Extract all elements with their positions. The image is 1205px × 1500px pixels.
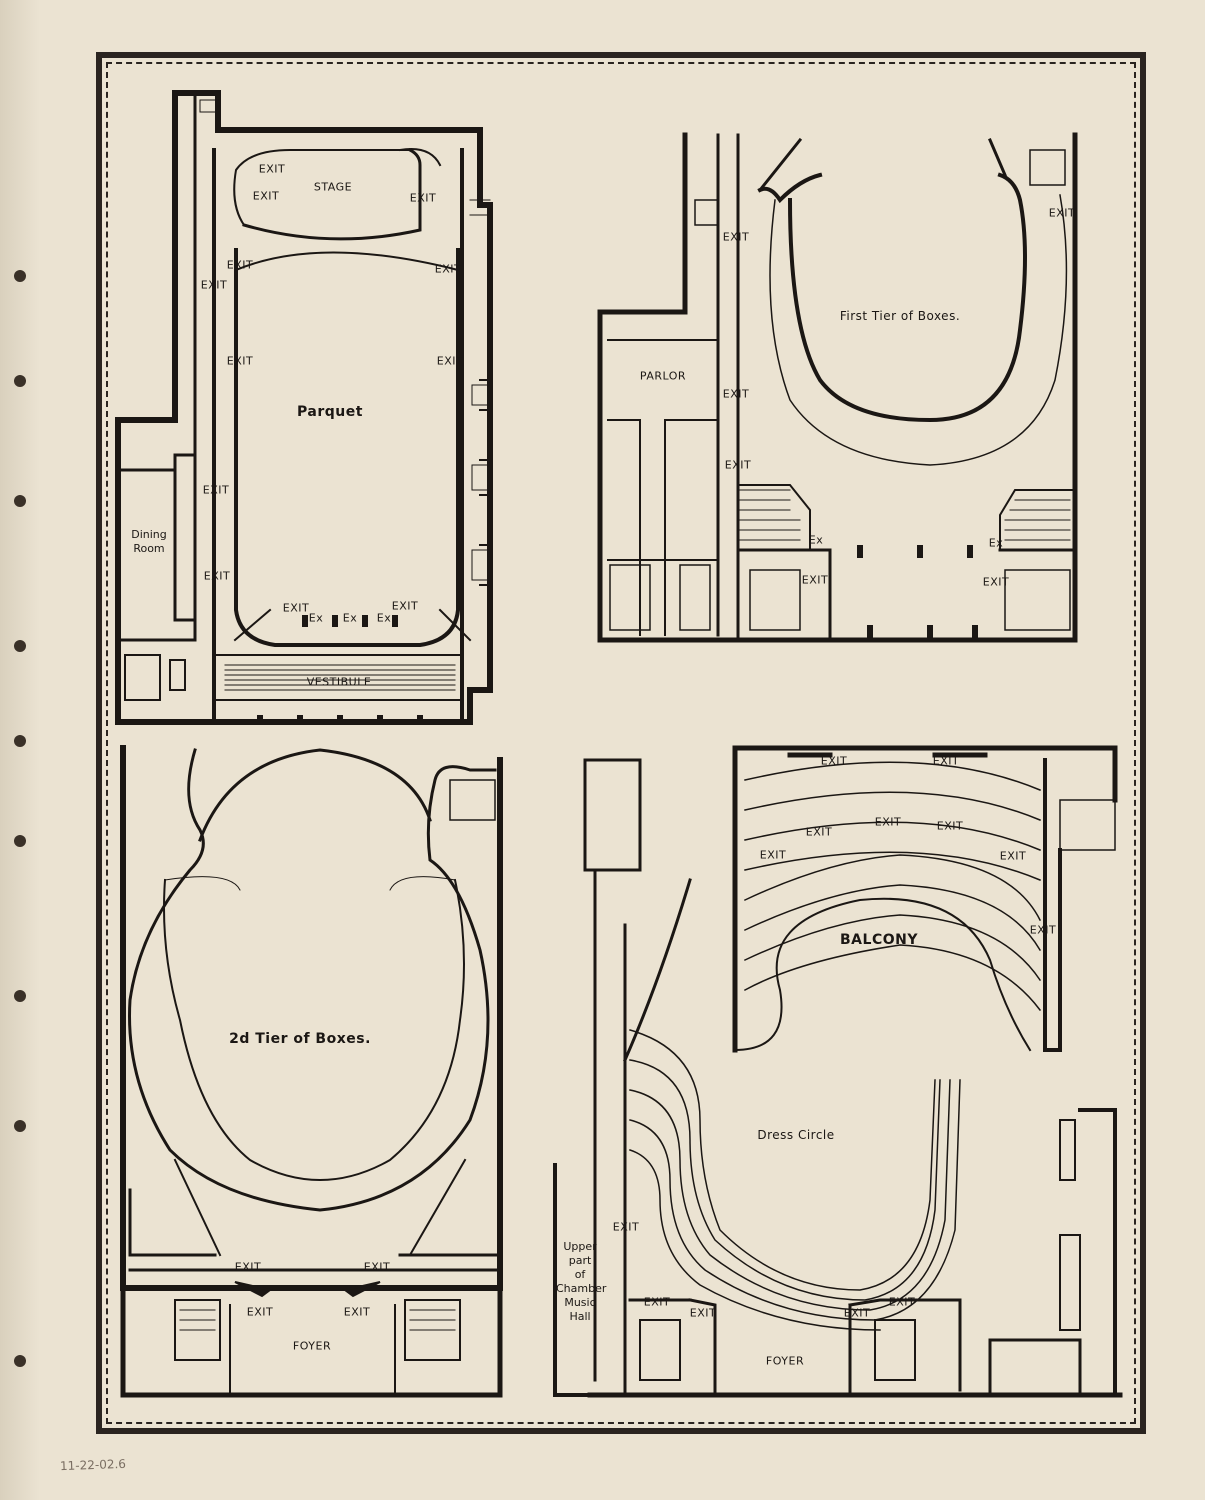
ex-label: Ex	[308, 611, 324, 625]
binding-hole	[14, 1355, 26, 1367]
exit-label: EXIT	[689, 1306, 717, 1320]
decorative-border	[96, 52, 1146, 1434]
balcony-label: BALCONY	[840, 932, 918, 948]
exit-label: EXIT	[820, 754, 848, 768]
foyer-label: FOYER	[292, 1339, 332, 1353]
exit-label: EXIT	[200, 278, 228, 292]
exit-label: EXIT	[252, 189, 280, 203]
exit-label: EXIT	[805, 825, 833, 839]
exit-label: EXIT	[801, 573, 829, 587]
exit-label: EXIT	[759, 848, 787, 862]
exit-label: EXIT	[982, 575, 1010, 589]
ex-label: Ex	[808, 533, 824, 547]
parlor-label: PARLOR	[639, 369, 687, 383]
exit-label: EXIT	[343, 1305, 371, 1319]
exit-label: EXIT	[843, 1306, 871, 1320]
exit-label: EXIT	[1029, 923, 1057, 937]
second-tier-title: 2d Tier of Boxes.	[229, 1031, 371, 1047]
ex-label: Ex	[376, 611, 392, 625]
plan-balcony	[553, 745, 1123, 1398]
vestibule-label: VESTIBULE	[306, 675, 372, 689]
binding-hole	[14, 735, 26, 747]
binding-hole	[14, 375, 26, 387]
exit-label: EXIT	[226, 258, 254, 272]
exit-label: EXIT	[888, 1295, 916, 1309]
dining-room-label: Dining Room	[131, 528, 167, 555]
plan-parquet	[115, 90, 493, 725]
exit-label: EXIT	[234, 1260, 262, 1274]
ex-label: Ex	[342, 611, 358, 625]
exit-label: EXIT	[724, 458, 752, 472]
exit-label: EXIT	[409, 191, 437, 205]
exit-label: EXIT	[932, 754, 960, 768]
binding-hole	[14, 990, 26, 1002]
dress-circle-label: Dress Circle	[757, 1128, 835, 1142]
foyer-label: FOYER	[765, 1354, 805, 1368]
pencil-annotation: 11-22-02.6	[59, 1456, 127, 1474]
plan-first-tier	[597, 132, 1078, 643]
exit-label: EXIT	[722, 387, 750, 401]
binding-hole	[14, 835, 26, 847]
exit-label: EXIT	[226, 354, 254, 368]
exit-label: EXIT	[643, 1295, 671, 1309]
exit-label: EXIT	[363, 1260, 391, 1274]
exit-label: EXIT	[258, 162, 286, 176]
exit-label: EXIT	[436, 354, 464, 368]
binding-hole	[14, 1120, 26, 1132]
stage-label: STAGE	[313, 180, 353, 194]
exit-label: EXIT	[246, 1305, 274, 1319]
exit-label: EXIT	[282, 601, 310, 615]
binding-hole	[14, 495, 26, 507]
exit-label: EXIT	[391, 599, 419, 613]
binding-hole	[14, 640, 26, 652]
exit-label: EXIT	[874, 815, 902, 829]
exit-label: EXIT	[722, 230, 750, 244]
exit-label: EXIT	[936, 819, 964, 833]
exit-label: EXIT	[434, 262, 462, 276]
binding-edge	[0, 0, 40, 1500]
chamber-music-hall-label: Upper part of Chamber Music Hall	[556, 1240, 607, 1323]
exit-label: EXIT	[203, 569, 231, 583]
binding-hole	[14, 270, 26, 282]
first-tier-title: First Tier of Boxes.	[839, 309, 961, 323]
plan-second-tier	[120, 745, 503, 1398]
exit-label: EXIT	[1048, 206, 1076, 220]
exit-label: EXIT	[202, 483, 230, 497]
exit-label: EXIT	[612, 1220, 640, 1234]
exit-label: EXIT	[999, 849, 1027, 863]
parquet-title: Parquet	[297, 404, 363, 420]
ex-label: Ex	[988, 536, 1004, 550]
